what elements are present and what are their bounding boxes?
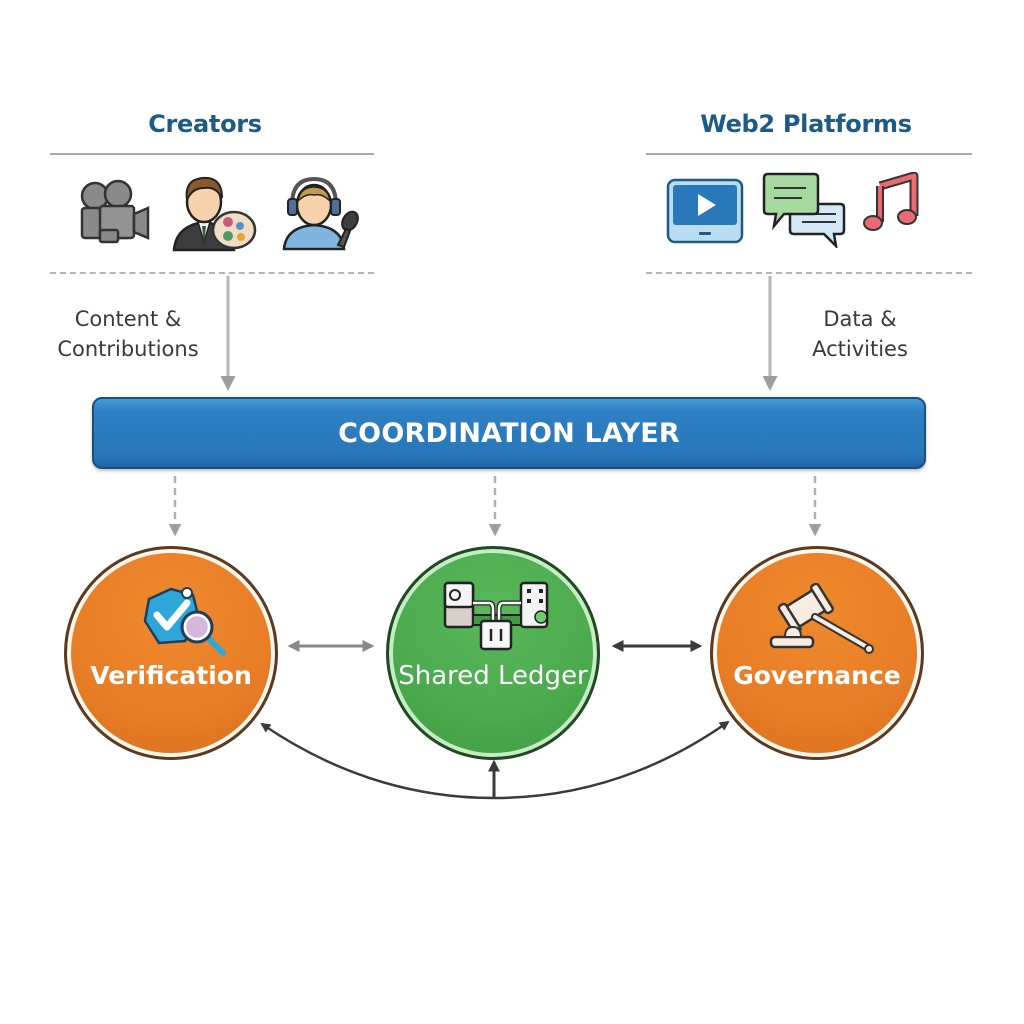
creators-bottom-divider <box>50 272 374 274</box>
data-activities-label: Data & Activities <box>790 304 930 364</box>
data-label-line2: Activities <box>812 337 908 361</box>
verified-shield-magnifier-icon <box>143 587 226 656</box>
video-player-icon <box>666 178 744 244</box>
creators-divider <box>50 153 374 155</box>
ledger-network-icon <box>443 581 549 651</box>
shared-ledger-label: Shared Ledger <box>398 661 588 691</box>
podcaster-headset-icon <box>282 176 359 251</box>
data-label-line1: Data & <box>823 307 897 331</box>
verification-node[interactable]: Verification <box>64 546 278 760</box>
coordination-layer-label: COORDINATION LAYER <box>338 417 680 449</box>
coordination-layer-bar: COORDINATION LAYER <box>92 397 926 469</box>
web2-platforms-title: Web2 Platforms <box>700 110 912 138</box>
shared-ledger-node[interactable]: Shared Ledger <box>386 546 600 760</box>
content-label-line2: Contributions <box>57 337 199 361</box>
gavel-icon <box>769 583 874 654</box>
film-camera-icon <box>80 179 150 244</box>
content-label-line1: Content & <box>74 307 182 331</box>
chat-bubbles-icon <box>762 172 846 248</box>
verification-label: Verification <box>90 661 252 690</box>
governance-node[interactable]: Governance <box>710 546 924 760</box>
creators-title: Creators <box>148 110 262 138</box>
music-note-icon <box>863 172 919 231</box>
feedback-curve-right <box>493 720 730 800</box>
governance-label: Governance <box>733 661 901 690</box>
content-contributions-label: Content & Contributions <box>40 304 216 364</box>
web2-bottom-divider <box>646 272 972 274</box>
feedback-curve-left <box>260 722 495 800</box>
artist-with-palette-icon <box>172 176 257 252</box>
web2-divider <box>646 153 972 155</box>
